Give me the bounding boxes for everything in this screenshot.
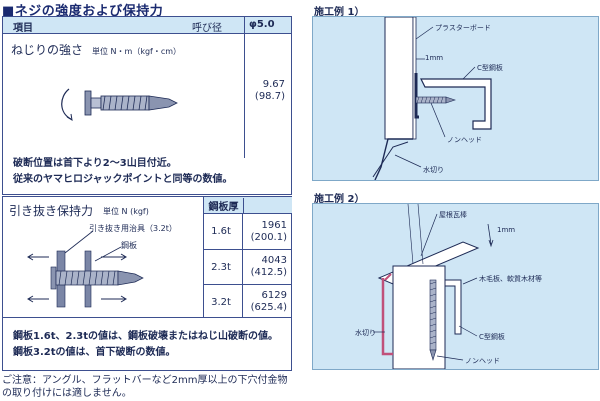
note-line: 破断位置は首下より2～3山目付近。	[13, 158, 177, 169]
example1-title: 施工例 1）	[314, 7, 365, 18]
header-item: 項目	[13, 23, 33, 34]
thickness-col-divider	[242, 213, 243, 317]
row-value: 6129(625.4)	[238, 290, 292, 314]
note-line: 鋼板3.2tの値は、首下破断の数値。	[13, 347, 176, 358]
caution-line: の取り付けには適しません。	[2, 388, 132, 399]
ex2-screw-label: ノンヘッド	[465, 357, 500, 365]
torsion-notes: 破断位置は首下より2～3山目付近。 従来のヤマヒロジャックポイントと同等の数値。	[13, 156, 233, 188]
table-row: 3.2t 6129(625.4)	[204, 284, 292, 319]
row-kgf: (412.5)	[250, 267, 287, 278]
table-row: 1.6t 1961(200.1)	[204, 214, 292, 249]
table-header: 項目 呼び径 φ5.0	[3, 17, 291, 34]
example2-title: 施工例 2）	[314, 194, 365, 205]
jig-label: 引き抜き用治具（3.2t）	[89, 224, 177, 233]
torsion-value-kgf: (98.7)	[254, 91, 285, 102]
caution-line: ご注意：アングル、フラットバーなど2mm厚以上の下穴付金物	[2, 375, 288, 386]
pullout-diagram	[27, 230, 144, 308]
ex1-channel-label: C型鋼板	[477, 64, 503, 72]
ex2-channel-label: C型鋼板	[479, 333, 505, 341]
row-thickness: 1.6t	[211, 226, 231, 237]
pullout-notes-divider	[3, 317, 291, 318]
pullout-panel: 引き抜き保持力 単位 N (kgf) 引き抜き用治具（3.2t） 鋼板 鋼板厚 …	[2, 196, 292, 371]
thickness-table: 鋼板厚 1.6t 1961(200.1) 2.3t 4043(412.5) 3.…	[203, 197, 292, 317]
row-thickness: 2.3t	[211, 261, 231, 273]
page-title: ■ネジの強度および保持力	[2, 4, 164, 19]
header-diameter-value: φ5.0	[249, 19, 275, 30]
ex1-screw-label: ノンヘッド	[447, 136, 482, 144]
plate-label: 鋼板	[121, 241, 137, 250]
ex2-wood-label: 木毛板、軟質木材等	[479, 275, 542, 283]
table-row: 2.3t 4043(412.5)	[204, 249, 292, 284]
ex2-drip-label: 水切り	[355, 329, 376, 337]
header-diameter-label: 呼び径	[192, 23, 222, 34]
torsion-panel: 項目 呼び径 φ5.0 ねじりの強さ 単位 N・m（kgf・cm） 9.67 (…	[2, 16, 292, 195]
thickness-header-label: 鋼板厚	[204, 197, 244, 213]
torsion-label: ねじりの強さ	[11, 43, 84, 57]
ex1-gap-label: 1mm	[425, 54, 444, 62]
row-kgf: (200.1)	[250, 231, 287, 243]
column-divider	[244, 17, 245, 158]
ex2-roof-label: 屋根瓦棒	[439, 211, 467, 219]
thickness-header: 鋼板厚	[204, 197, 292, 214]
note-line: 鋼板1.6t、2.3tの値は、鋼板破壊またはねじ山破断の値。	[13, 331, 278, 342]
torsion-value: 9.67	[262, 79, 285, 90]
ex1-board-label: プラスターボード	[435, 24, 491, 32]
row-value: 1961(200.1)	[238, 220, 292, 244]
torsion-values: 9.67 (98.7)	[247, 79, 285, 103]
row-n: 6129	[261, 290, 287, 301]
row-kgf: (625.4)	[250, 302, 287, 313]
pullout-unit: 単位 N (kgf)	[103, 207, 149, 216]
example2-figure: 屋根瓦棒 1mm 木毛板、軟質木材等 水切り C型鋼板 ノンヘッド	[312, 203, 599, 370]
ex1-drip-label: 水切り	[423, 166, 444, 174]
row-thickness: 3.2t	[211, 296, 231, 308]
torsion-screw-drawing	[61, 88, 178, 121]
example1-figure: プラスターボード 1mm C型鋼板 ノンヘッド 水切り	[312, 16, 599, 181]
ex2-gap-label: 1mm	[497, 226, 516, 234]
example2-drawing	[373, 204, 494, 369]
torsion-unit: 単位 N・m（kgf・cm）	[92, 47, 182, 56]
row-n: 4043	[261, 255, 287, 266]
row-value: 4043(412.5)	[238, 255, 292, 279]
pullout-label: 引き抜き保持力	[9, 204, 94, 218]
row-n: 1961	[261, 219, 287, 231]
example1-drawing	[372, 17, 492, 180]
note-line: 従来のヤマヒロジャックポイントと同等の数値。	[13, 174, 233, 185]
caution-text: ご注意：アングル、フラットバーなど2mm厚以上の下穴付金物 の取り付けには適しま…	[2, 374, 287, 400]
pullout-notes: 鋼板1.6t、2.3tの値は、鋼板破壊またはねじ山破断の値。 鋼板3.2tの値は…	[13, 329, 278, 361]
